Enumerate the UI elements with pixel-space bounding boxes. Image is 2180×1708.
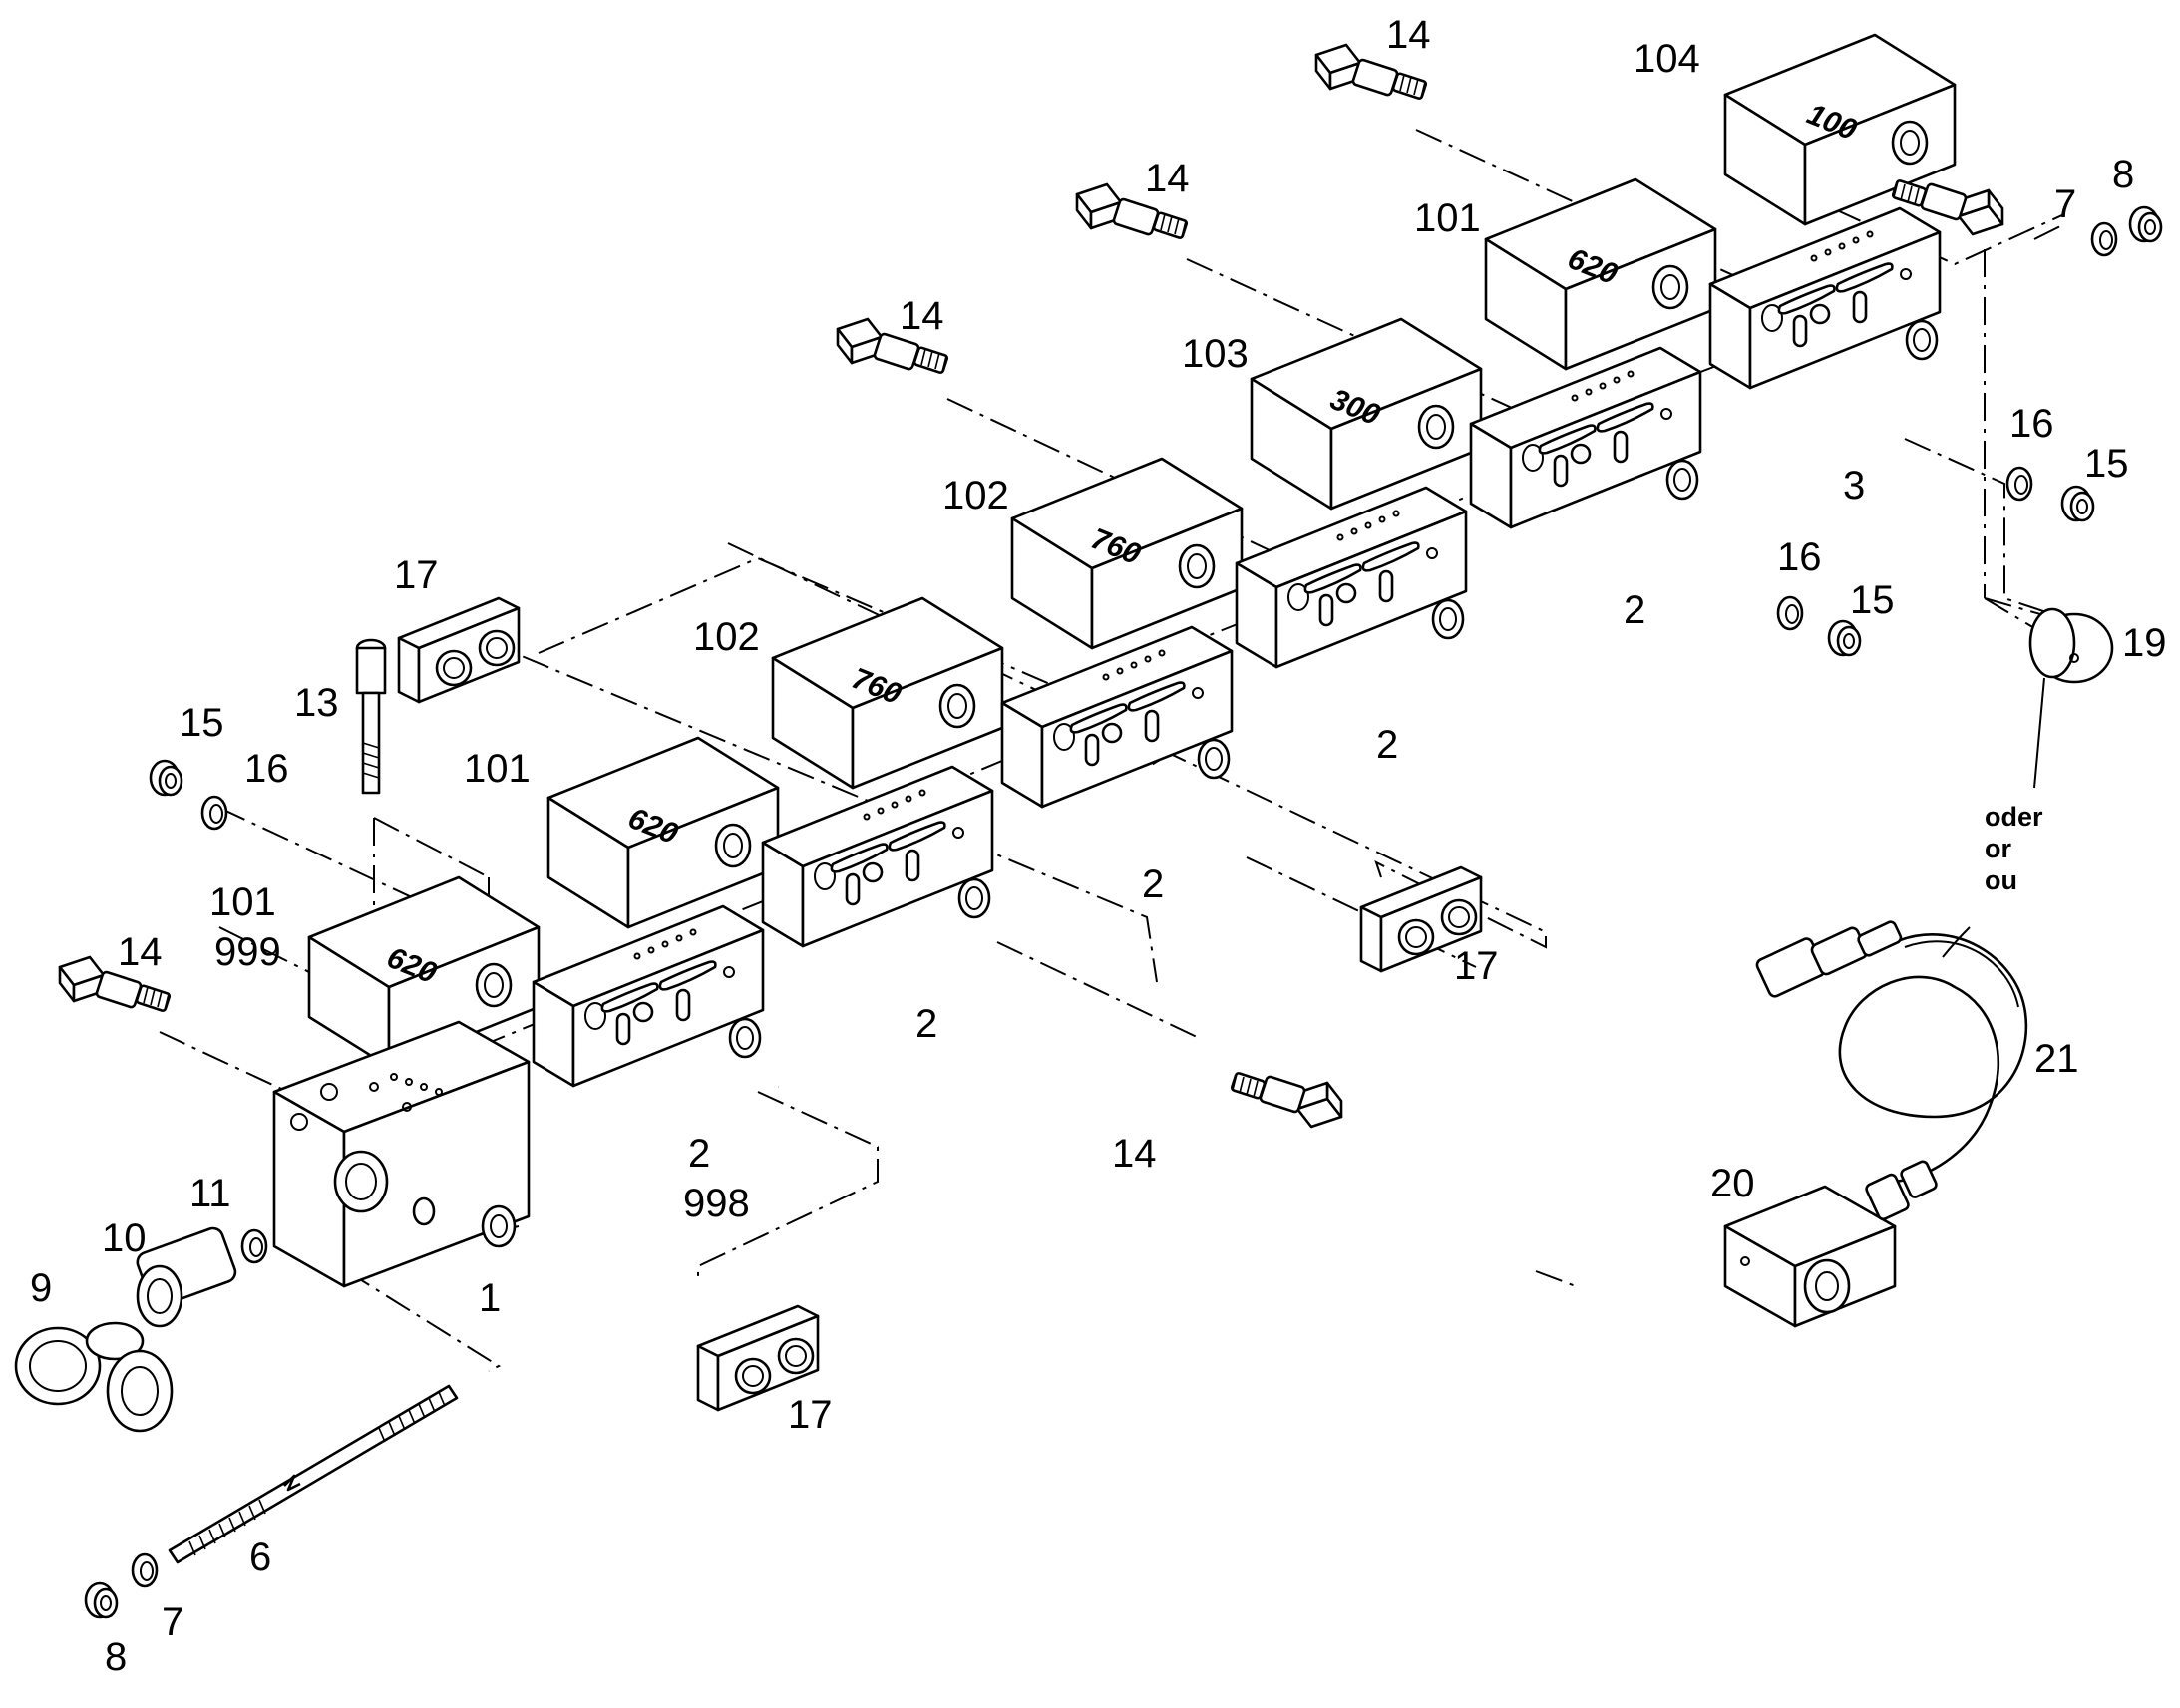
plug-15-b	[1827, 619, 1862, 657]
cap-19	[2028, 607, 2114, 789]
part-label: 20	[1710, 1162, 1755, 1205]
part-label: 8	[2112, 153, 2134, 196]
part-label: 15	[180, 701, 224, 745]
part-label: 3	[1843, 464, 1865, 508]
part-label: 14	[1112, 1132, 1157, 1176]
part-label: 19	[2122, 621, 2167, 665]
washer-7-a	[2090, 221, 2118, 257]
part-label: 14	[1145, 157, 1190, 200]
part-label: 1	[479, 1276, 501, 1320]
part-label: 103	[1182, 332, 1249, 376]
nut-8-a	[2128, 205, 2163, 243]
fitting-14-e	[1230, 1071, 1343, 1129]
adapter-10	[136, 1226, 237, 1328]
valve-body-2-d	[761, 765, 994, 948]
part-label: 999	[214, 930, 281, 974]
part-label: 9	[30, 1266, 52, 1310]
part-label: 16	[2009, 402, 2054, 446]
part-label: 14	[900, 294, 944, 338]
part-label: 2	[1142, 862, 1164, 906]
part-label: 11	[189, 1172, 231, 1215]
alt-label-or: or	[1985, 834, 2011, 863]
part-label: 998	[683, 1182, 750, 1225]
end-plate-17-a	[397, 596, 521, 704]
part-label: 16	[1777, 535, 1822, 579]
solenoid-20	[1723, 1160, 1938, 1328]
alt-label-oder: oder	[1985, 802, 2043, 832]
part-label: 2	[1624, 588, 1645, 632]
part-label: 15	[2084, 442, 2129, 486]
valve-body-3	[1708, 206, 1942, 390]
part-label: 14	[1386, 13, 1431, 57]
part-labels: 14 104 8 7 14 101 14 103 16 15 3 102 16 …	[30, 13, 2167, 1679]
part-label: 10	[102, 1216, 147, 1260]
part-label: 6	[249, 1536, 271, 1579]
part-label: 7	[162, 1600, 183, 1644]
elbow-fitting-9	[14, 1321, 174, 1433]
cable-21	[1838, 926, 2028, 1184]
washer-7-b	[131, 1552, 159, 1588]
valve-body-2-a	[1469, 346, 1702, 529]
part-label: 2	[915, 1002, 937, 1046]
seal-16-c	[200, 795, 228, 831]
seal-16-b	[1776, 595, 1804, 631]
nut-8-b	[84, 1581, 119, 1619]
valve-body-2-c	[1000, 625, 1234, 809]
part-label: 2	[688, 1132, 710, 1176]
part-label: 2	[1376, 723, 1398, 767]
base-body-1	[272, 1020, 531, 1288]
part-label: 101	[1414, 196, 1481, 240]
part-label: 8	[105, 1635, 127, 1679]
part-label: 104	[1634, 37, 1700, 81]
part-label: 17	[394, 553, 439, 597]
screw-13	[355, 638, 387, 795]
plug-15-a	[2060, 485, 2095, 522]
tie-rod-6	[168, 1384, 459, 1564]
part-label: 101	[209, 880, 276, 924]
part-label: 102	[942, 474, 1009, 517]
alternative-labels: oder or ou	[1985, 802, 2043, 895]
part-label: 15	[1850, 578, 1895, 622]
alt-label-ou: ou	[1985, 865, 2017, 895]
part-label: 14	[118, 930, 163, 974]
part-label: 101	[464, 747, 531, 791]
valve-body-2-b	[1235, 486, 1468, 669]
plug-15-c	[149, 759, 183, 797]
part-label: 16	[244, 747, 289, 791]
part-label: 21	[2034, 1037, 2079, 1081]
connector-21	[1755, 920, 1903, 998]
part-label: 17	[1454, 944, 1499, 988]
part-label: 7	[2054, 182, 2076, 226]
part-label: 13	[294, 681, 339, 725]
part-label: 17	[788, 1393, 833, 1437]
part-label: 102	[693, 615, 760, 659]
valve-body-2-998	[532, 904, 765, 1088]
seal-11	[240, 1228, 268, 1264]
seal-16-a	[2005, 466, 2033, 502]
